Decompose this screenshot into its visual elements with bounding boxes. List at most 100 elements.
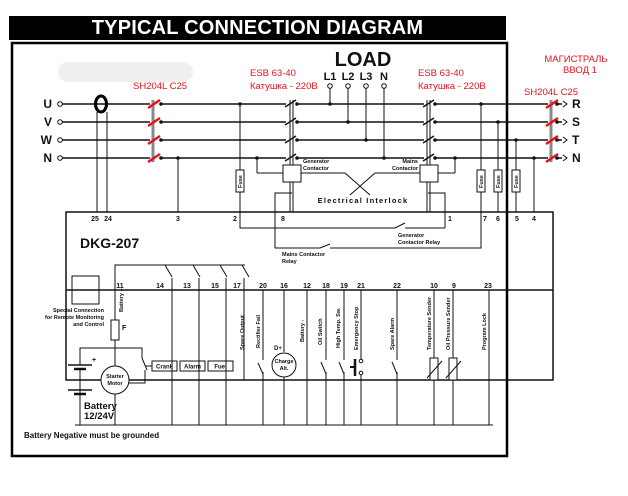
battery-plus-sign: + [92,357,96,364]
gen-breaker-label: SH204L C25 [133,81,187,92]
charge-alt-label-2: Alt. [280,366,289,372]
terminal-13: 13 [183,283,191,290]
remote-label-3: and Control [73,322,104,328]
coil-wiring [255,156,457,196]
fuse-label: Fuse [496,175,502,188]
terminal-16: 16 [280,283,288,290]
gen-contactor-switches [284,99,299,212]
rectifier-fail-label: Rectifier Fail [256,315,262,348]
phase-mains-n: N [572,151,581,165]
charge-alternator-icon [271,352,297,378]
gen-contactor-coil [282,164,302,183]
starter-motor-label-1: Starter [106,374,125,380]
phase-n: N [43,151,52,165]
mains-contactor-coil: Катушка - 220В [418,81,486,92]
temp-sender-label: Temperature Sender [427,296,433,350]
generator-phases: U V W N [41,97,63,165]
oil-sender-label: Oil Pressure Sender [446,297,452,350]
mains-contactor-switches [422,99,437,212]
bus-lines [62,103,562,159]
module-name: DKG-207 [80,235,139,251]
load-terminal-l2: L2 [342,71,355,83]
charge-alt-label-1: Charge [275,359,294,365]
phase-s: S [572,115,580,129]
oil-switch-label: Oil Switch [318,318,324,345]
mains-contactor-label-1: Mains [402,159,418,165]
battery-plus-label: Battery + [119,288,125,312]
terminal-8: 8 [281,216,285,223]
mains-breaker-label: SH204L C25 [524,87,578,98]
remote-label-2: for Remote Monitoring [45,315,104,321]
dkg-207-module [65,211,554,381]
contactor-relays: Generator Contactor Relay Mains Contacto… [239,212,482,265]
phase-r: R [572,97,581,111]
program-lock-label: Program Lock [482,312,488,350]
gen-relay-label-2: Contactor Relay [398,240,441,246]
terminal-3: 3 [176,216,180,223]
ground-note: Battery Negative must be grounded [24,431,159,440]
crank-relay-box [151,360,178,372]
diagram-frame [10,41,509,458]
remote-label-1: Special Connection [53,308,105,314]
spare-alarm-label: Spare Alarm [390,318,396,350]
mains-input-label-1: МАГИСТРАЛЬ [544,54,607,65]
gen-breaker-icon [147,98,163,164]
terminal-17: 17 [233,283,241,290]
starter-motor-label-2: Motor [107,381,123,387]
terminal-5: 5 [515,216,519,223]
gen-contactor-coil: Катушка - 220В [250,81,318,92]
terminal-24: 24 [104,216,112,223]
fuse-label: Fuse [238,175,244,188]
terminal-12: 12 [303,283,311,290]
fuse-group: Fuse Fuse Fuse Fuse [235,102,536,212]
fuel-label: Fuel [214,365,227,371]
mains-contactor-label-2: Contactor [392,166,419,172]
terminal-6: 6 [496,216,500,223]
terminal-19: 19 [340,283,348,290]
terminal-23: 23 [484,283,492,290]
terminal-11: 11 [116,283,124,290]
fuel-relay-box [207,360,234,372]
mains-phases: R S T N [562,97,581,165]
module-input-wires [96,112,180,212]
gen-contactor-model: ESB 63-40 [250,68,296,79]
crank-label: Crank [156,365,174,371]
interlock-label: Electrical Interlock [318,196,409,205]
bottom-wiring: F Battery + Starter Motor + Battery 12/2… [68,288,493,426]
terminal-25: 25 [91,216,99,223]
fuse-f-icon [110,319,120,341]
alarm-label: Alarm [184,365,201,371]
terminal-2: 2 [233,216,237,223]
current-transformer-icon [94,94,108,114]
gen-relay-label-1: Generator [398,233,425,239]
spare-output-label: Spare Output [240,315,246,350]
bottom-terminals: 11 14 13 15 17 20 16 12 18 19 21 22 10 9… [116,283,492,290]
load-terminal-n: N [380,71,388,83]
mains-contactor-model: ESB 63-40 [418,68,464,79]
fuse-f-label: F [122,325,127,332]
phase-u: U [43,97,52,111]
terminal-1: 1 [448,216,452,223]
terminal-4: 4 [532,216,536,223]
battery-label: Battery [84,401,117,412]
fuse-label: Fuse [479,175,485,188]
terminal-18: 18 [322,283,330,290]
load-terminal-l3: L3 [360,71,373,83]
oil-pressure-sender-icon [448,357,458,381]
mains-input-label-2: ВВОД 1 [563,65,597,76]
terminal-20: 20 [259,283,267,290]
temperature-sender-icon [429,357,439,381]
erased-label-area [58,62,193,82]
emergency-stop-label: Emergency Stop [354,306,360,350]
d-plus-label: D+ [274,346,282,352]
load-label: LOAD [335,49,392,71]
terminal-7: 7 [483,216,487,223]
gen-contactor-label-2: Contactor [303,166,330,172]
mains-relay-label-2: Relay [282,259,298,265]
phase-t: T [572,133,580,147]
terminal-14: 14 [156,283,164,290]
top-terminals: 25 24 3 2 8 1 7 6 5 4 [91,216,536,223]
starter-motor-icon [100,365,130,395]
terminal-21: 21 [357,283,365,290]
